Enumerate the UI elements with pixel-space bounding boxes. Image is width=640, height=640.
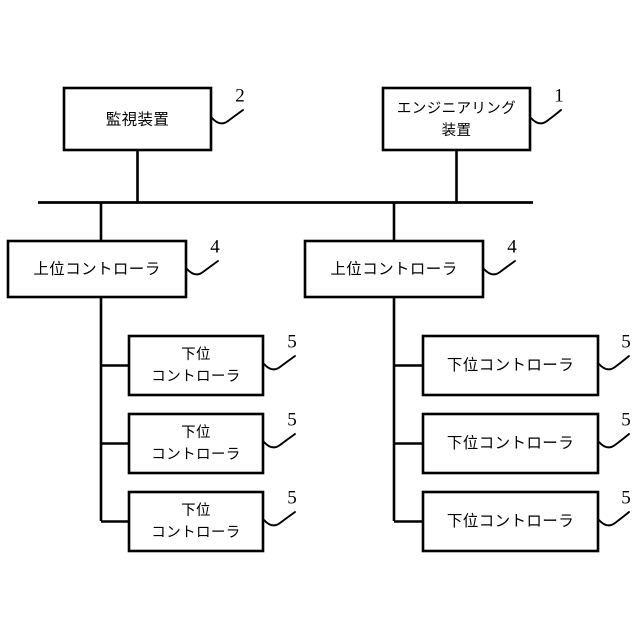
reference-numeral-5-left-2: 5 <box>287 409 297 430</box>
leader-line-lower-controller-right-2 <box>598 433 630 449</box>
node-monitoring-device[interactable] <box>62 86 213 152</box>
leader-line-lower-controller-left-1 <box>263 355 296 371</box>
node-lower-controller-left-1[interactable] <box>127 334 265 397</box>
node-upper-controller-left[interactable] <box>6 239 188 299</box>
leader-line-lower-controller-right-1 <box>598 355 630 371</box>
node-upper-controller-left-label: 上位コントローラ <box>33 260 160 278</box>
leader-line-upper-controller-right <box>483 260 516 276</box>
node-upper-controller-right[interactable] <box>303 239 485 299</box>
node-lower-controller-left-2[interactable] <box>127 412 265 475</box>
leader-line-monitoring-device <box>211 109 244 125</box>
reference-numeral-2: 2 <box>235 85 245 106</box>
node-lower-controller-right-3[interactable] <box>421 490 600 553</box>
reference-numeral-5-right-2: 5 <box>621 409 631 430</box>
reference-numeral-5-left-3: 5 <box>287 487 297 508</box>
node-lower-controller-right-2[interactable] <box>421 412 600 475</box>
node-lower-controller-left-3-label-line1: 下位 <box>181 502 211 519</box>
node-lower-controller-left-1-label-line2: コントローラ <box>151 369 240 385</box>
node-lower-controller-right-2-label: 下位コントローラ <box>447 434 574 452</box>
node-lower-controller-right-1-label: 下位コントローラ <box>447 356 574 374</box>
node-lower-controller-left-2-label-line1: 下位 <box>181 424 211 441</box>
node-lower-controller-left-3-label-line2: コントローラ <box>151 525 240 541</box>
leader-line-engineering-device <box>530 109 562 125</box>
node-engineering-device[interactable] <box>381 86 532 152</box>
leader-line-lower-controller-left-3 <box>263 511 296 527</box>
reference-numeral-4-left: 4 <box>210 236 220 257</box>
reference-numeral-5-right-1: 5 <box>621 331 631 352</box>
node-engineering-device-label-line2: 装置 <box>442 122 472 139</box>
node-upper-controller-right-label: 上位コントローラ <box>330 260 457 278</box>
leader-line-lower-controller-left-2 <box>263 433 296 449</box>
leader-line-upper-controller-left <box>186 260 219 276</box>
reference-numeral-5-right-3: 5 <box>621 487 631 508</box>
node-lower-controller-right-3-label: 下位コントローラ <box>447 512 574 530</box>
leader-line-lower-controller-right-3 <box>598 511 630 527</box>
reference-numeral-1: 1 <box>554 85 564 106</box>
reference-numeral-5-left-1: 5 <box>287 331 297 352</box>
node-lower-controller-left-3[interactable] <box>127 490 265 553</box>
node-lower-controller-right-1[interactable] <box>421 334 600 397</box>
node-lower-controller-left-1-label-line1: 下位 <box>181 346 211 363</box>
node-lower-controller-left-2-label-line2: コントローラ <box>151 447 240 463</box>
node-engineering-device-label-line1: エンジニアリング <box>397 100 516 117</box>
node-monitoring-device-label: 監視装置 <box>106 111 170 129</box>
reference-numeral-4-right: 4 <box>507 236 517 257</box>
